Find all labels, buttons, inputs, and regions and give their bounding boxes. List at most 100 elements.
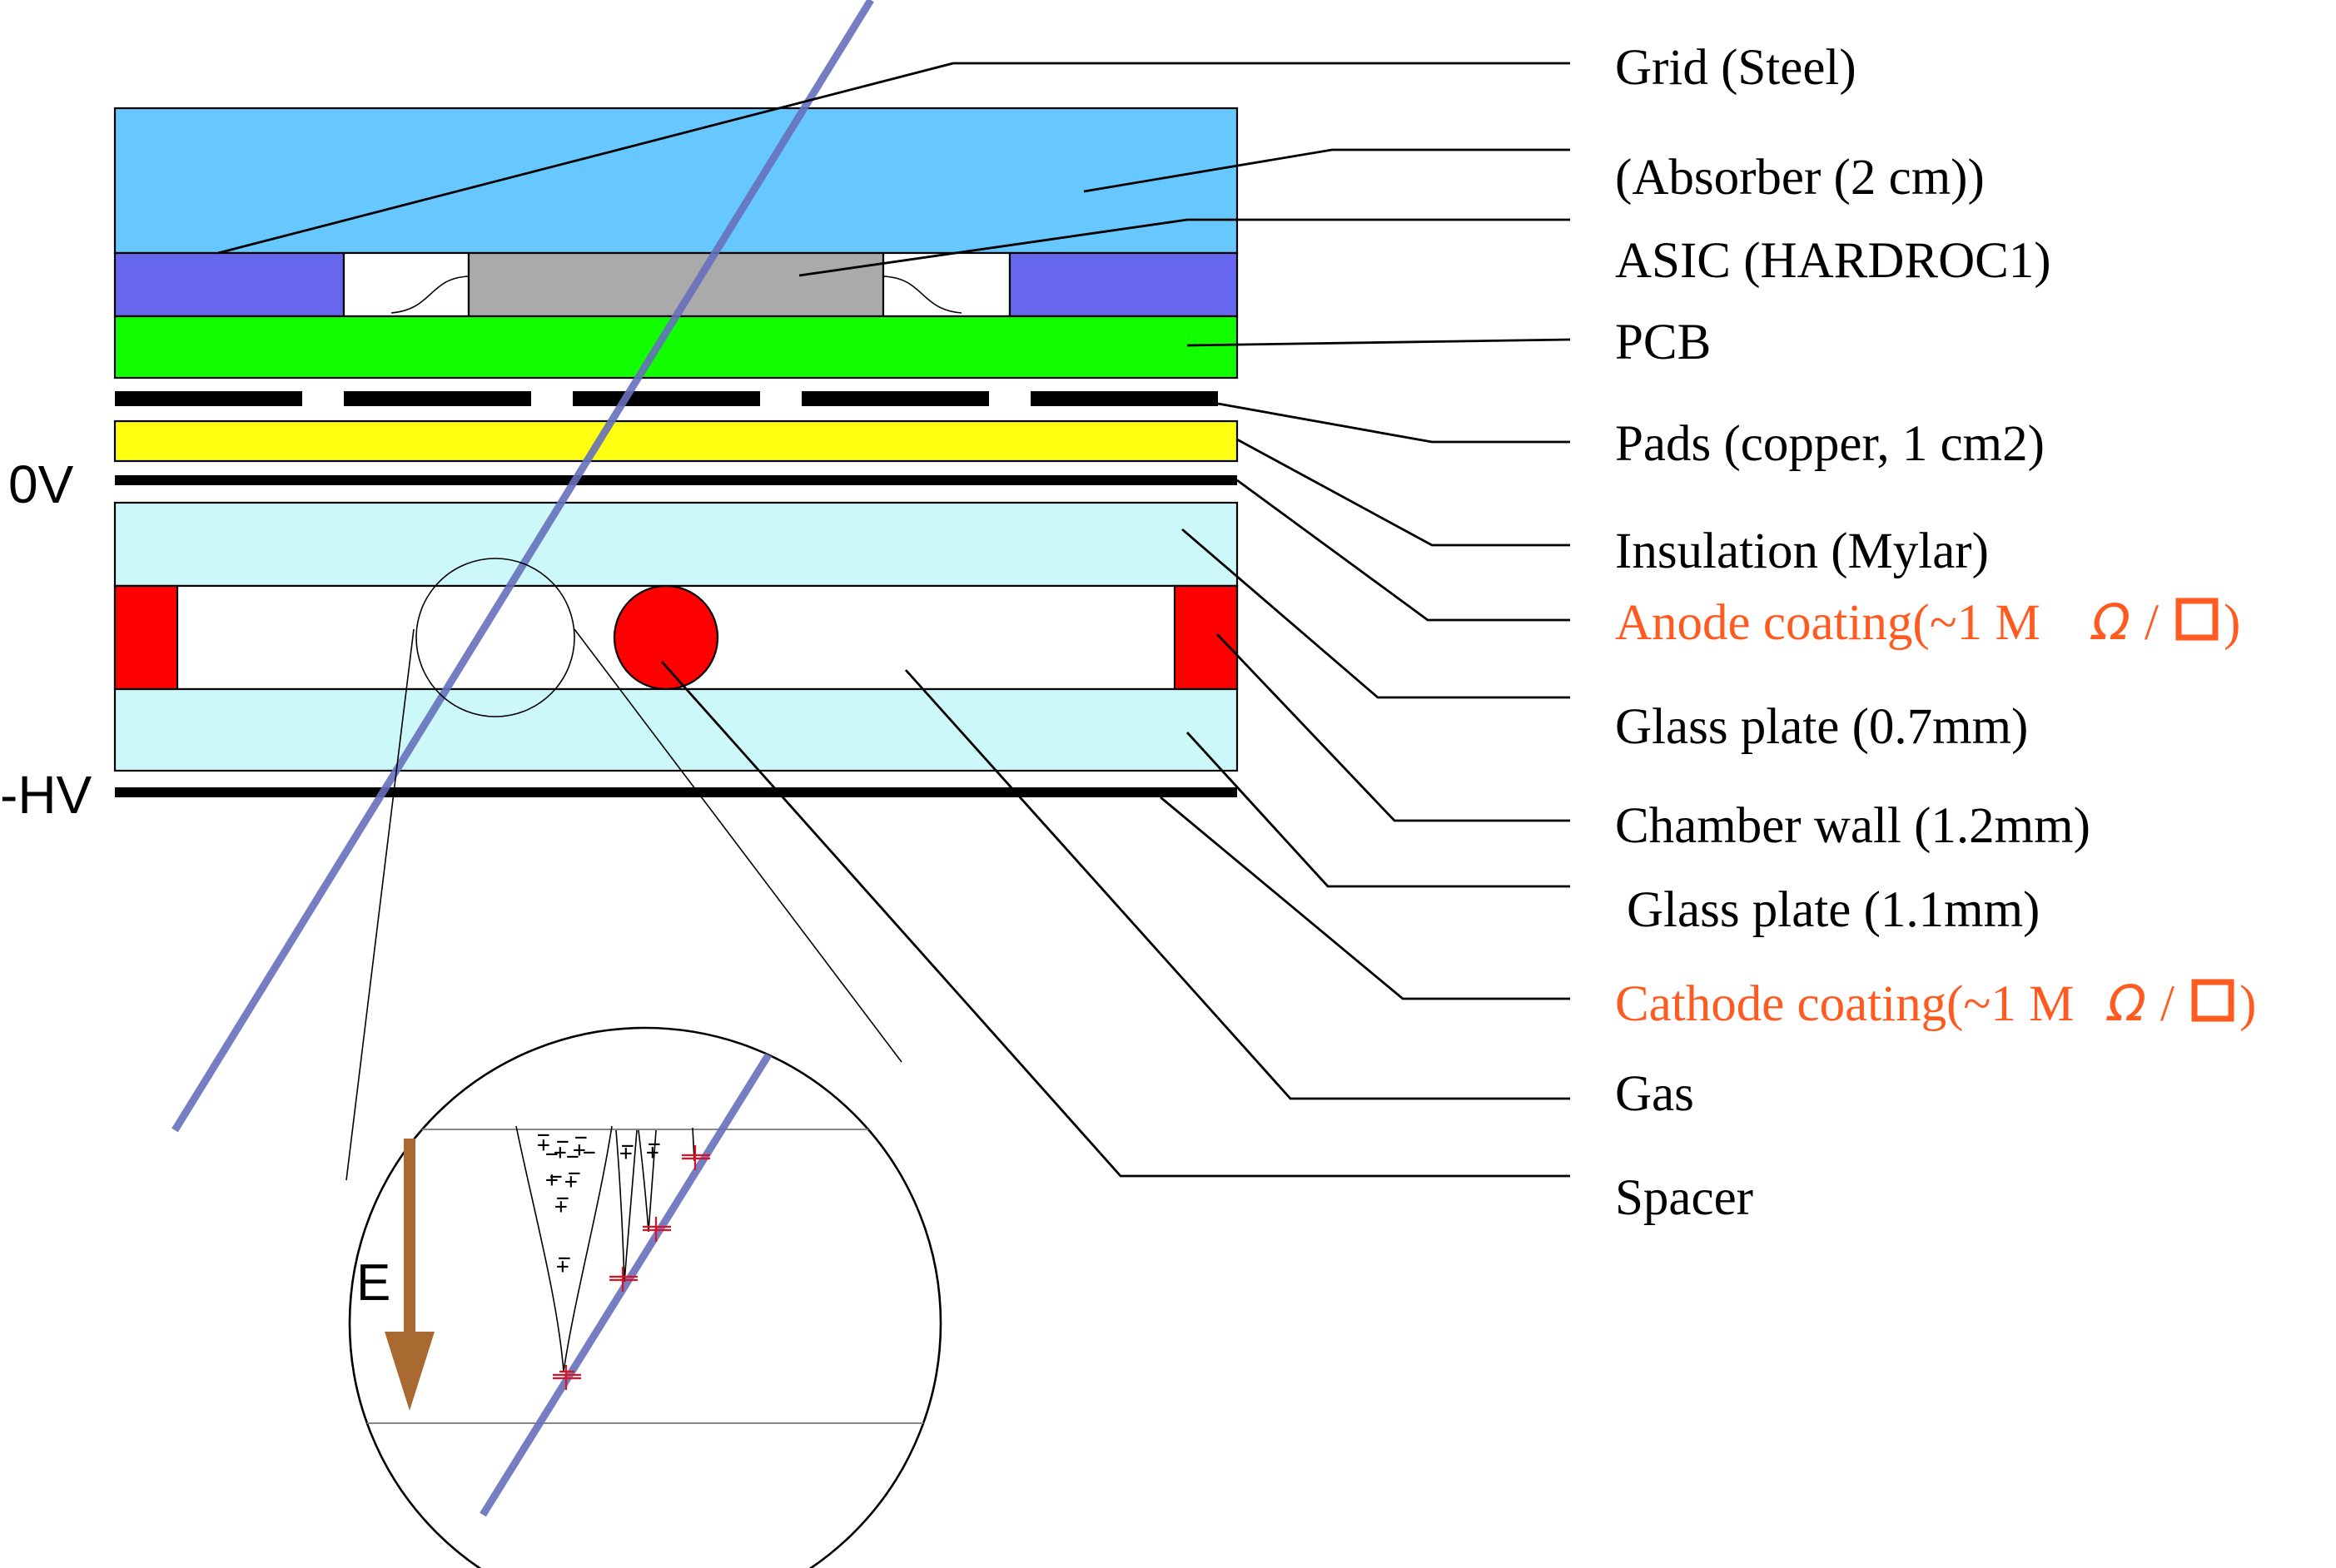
leader-glass-top [1181, 528, 1570, 699]
ion-sign: + [646, 1140, 659, 1165]
ion-sign: + [573, 1138, 586, 1163]
insulation-layer [113, 419, 1239, 463]
leader-absorber [1083, 148, 1570, 193]
label-pcb: PCB [1615, 315, 1711, 370]
leader-gas [904, 669, 1570, 1100]
primary-ion-marker [553, 1365, 581, 1390]
electron-sign: − [574, 1125, 588, 1150]
asic-gap-left [342, 251, 470, 318]
grid-steel-left [113, 251, 345, 318]
label-anode-slash: / [2145, 595, 2159, 651]
bond-wire-right [882, 275, 962, 314]
ion-sign: + [556, 1254, 569, 1279]
copper-pads [115, 391, 1218, 406]
electron-sign: − [556, 1129, 569, 1154]
label-asic: ASIC (HARDROC1) [1615, 233, 2051, 289]
zoom-cone-right [574, 628, 902, 1063]
field-label: E [356, 1254, 390, 1312]
leader-cathode [1160, 796, 1570, 1000]
label-anode: Anode coating(~1 M Ω / ) [1615, 593, 2240, 652]
pad [802, 391, 989, 406]
bond-wire-left [390, 275, 470, 314]
label-pads: Pads (copper, 1 cm2) [1615, 416, 2045, 472]
particle-track [171, 0, 874, 1133]
label-gas: Gas [1615, 1066, 1694, 1122]
ohm-symbol: Ω [2105, 975, 2146, 1033]
avalanche-cone [638, 1129, 657, 1233]
label-glass-bottom: Glass plate (1.1mm) [1627, 882, 2040, 938]
electron-sign: − [648, 1132, 661, 1157]
label-cathode: Cathode coating(~1 M Ω / ) [1615, 975, 2256, 1033]
electron-sign: − [566, 1144, 579, 1169]
square-icon [2175, 598, 2219, 641]
pad [573, 391, 760, 406]
electron-sign: − [537, 1123, 550, 1148]
label-anode-text: Anode coating(~1 M [1615, 595, 2040, 651]
electron-sign: − [558, 1246, 571, 1271]
leader-asic [798, 218, 1570, 277]
arrow-down-head [385, 1332, 435, 1411]
zoom-cone-left [345, 628, 415, 1181]
inset-circle [348, 1026, 942, 1568]
pad [1031, 391, 1218, 406]
leader-glass-bottom [1185, 732, 1570, 888]
label-insulation: Insulation (Mylar) [1615, 523, 1989, 579]
leader-insulation [1236, 438, 1570, 547]
asic-chip [467, 251, 885, 318]
label-cathode-slash: / [2160, 976, 2174, 1032]
ion-sign: + [554, 1194, 568, 1219]
ohm-symbol: Ω [2090, 593, 2130, 652]
primary-ion-marker [682, 1145, 710, 1170]
label-cathode-close: ) [2239, 976, 2256, 1032]
label-glass-top: Glass plate (0.7mm) [1615, 699, 2028, 755]
absorber-layer [113, 107, 1239, 255]
electron-sign: − [621, 1134, 634, 1159]
ion-sign: + [619, 1141, 633, 1166]
label-absorber: (Absorber (2 cm)) [1615, 150, 1985, 206]
label-spacer: Spacer [1615, 1170, 1753, 1226]
electron-sign: − [556, 1186, 569, 1211]
voltage-zero: 0V [8, 454, 74, 514]
ion-sign: + [545, 1168, 559, 1193]
pad [115, 391, 302, 406]
glass-plate-top [113, 501, 1239, 588]
avalanche-cone [615, 1129, 638, 1283]
electron-sign: − [545, 1142, 559, 1167]
label-cathode-text: Cathode coating(~1 M [1615, 976, 2074, 1032]
asic-gap-right [882, 251, 1011, 318]
label-grid: Grid (Steel) [1615, 40, 1856, 96]
label-anode-close: ) [2224, 595, 2240, 651]
inset-track [480, 1028, 807, 1517]
zoom-circle [415, 558, 575, 717]
voltage-high: -HV [0, 765, 92, 825]
inset-view: E − − − − − − − − − − − − + + + + + + [348, 1026, 942, 1568]
leader-chamber-wall [1215, 633, 1570, 822]
ion-sign: + [554, 1140, 567, 1165]
electron-sign: − [583, 1140, 596, 1165]
leader-pads [1217, 402, 1570, 444]
pcb-layer [113, 315, 1239, 380]
cathode-coating [115, 787, 1237, 797]
grid-steel-right [1008, 251, 1239, 318]
primary-ion-marker [643, 1217, 671, 1242]
ion-sign: + [564, 1169, 578, 1194]
electron-sign: − [549, 1164, 563, 1189]
electron-cluster: − − − − − − − − − − − − [537, 1123, 661, 1271]
electron-sign: − [568, 1161, 581, 1186]
leader-spacer [660, 661, 1570, 1178]
chamber-wall-right [1173, 584, 1239, 691]
spacer-ball [613, 584, 719, 691]
leader-pcb [1186, 338, 1571, 347]
ion-sign: + [537, 1133, 550, 1158]
ion-cluster: + + + + + + + + + [537, 1133, 659, 1279]
anode-coating [115, 475, 1237, 485]
primary-ion-marker [609, 1267, 638, 1292]
leader-anode [1236, 479, 1570, 622]
primary-ions [553, 1145, 710, 1390]
pad [344, 391, 531, 406]
chamber-wall-left [113, 584, 179, 691]
glass-plate-bottom [113, 687, 1239, 772]
leader-grid [217, 62, 1570, 255]
